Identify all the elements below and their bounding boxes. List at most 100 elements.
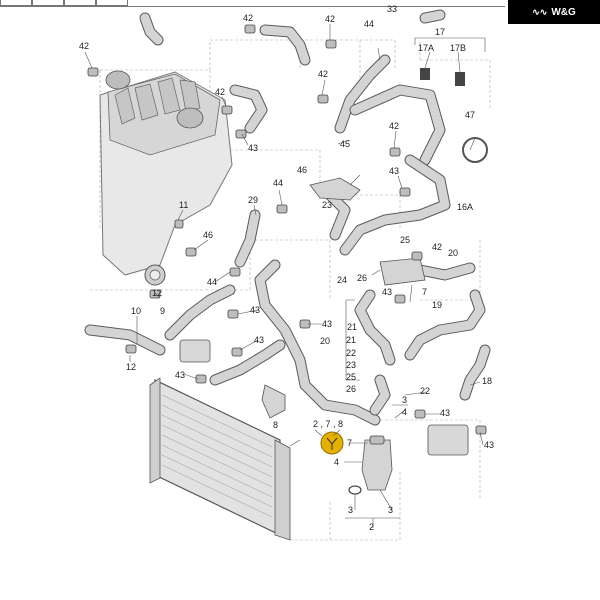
sensor-17b — [455, 72, 465, 86]
part-label: 26 — [357, 273, 367, 283]
viewer-toolbar — [0, 0, 505, 7]
leader-lines — [84, 24, 486, 528]
part-label: 17B — [450, 43, 466, 53]
part-label: 23 — [322, 200, 332, 210]
part-label: 21 — [347, 322, 357, 332]
clip-47 — [462, 137, 488, 163]
part-label: 20 — [320, 336, 330, 346]
wave-logo-icon: ∿∿ — [532, 6, 548, 17]
components — [87, 24, 488, 495]
hose-clamp — [369, 435, 385, 445]
part-label: 9 — [160, 306, 165, 316]
part-label: 25 — [346, 372, 356, 382]
hose-clamp — [325, 39, 337, 49]
part-labels: 42 42 33 44 42 42 17 17A 17B 42 47 42 43… — [79, 4, 494, 532]
o-ring — [348, 485, 362, 495]
part-label: 4 — [334, 457, 339, 467]
part-label: 47 — [465, 110, 475, 120]
part-label: 21 — [346, 335, 356, 345]
part-label: 43 — [250, 305, 260, 315]
part-label: 7 — [422, 287, 427, 297]
part-label: 3 — [402, 395, 407, 405]
hose-clamp — [317, 94, 329, 104]
part-label: 20 — [448, 248, 458, 258]
sensor-17a — [420, 68, 430, 80]
part-label: 12 — [152, 288, 162, 298]
hose-clamp — [244, 24, 256, 34]
part-label: 18 — [482, 376, 492, 386]
part-label: 17 — [435, 27, 445, 37]
expansion-tank — [179, 339, 211, 363]
hose-clamp — [394, 294, 406, 304]
hose-clamp — [399, 187, 411, 197]
part-label: 43 — [254, 335, 264, 345]
part-label: 22 — [420, 386, 430, 396]
hose-clamp — [389, 147, 401, 157]
part-label: 25 — [400, 235, 410, 245]
part-label: 43 — [389, 166, 399, 176]
part-label: 43 — [248, 143, 258, 153]
flange-23 — [309, 177, 361, 201]
hose-clamp — [276, 204, 288, 214]
part-label: 4 — [402, 407, 407, 417]
part-label: 42 — [79, 41, 89, 51]
part-label: 26 — [346, 384, 356, 394]
part-label: 12 — [126, 362, 136, 372]
connector-25 — [379, 257, 426, 286]
hose-clamp — [235, 129, 247, 139]
part-label: 10 — [131, 306, 141, 316]
hose-clamp — [229, 267, 241, 277]
bracket-8 — [261, 384, 286, 419]
radiator — [149, 377, 291, 541]
toolbar-button[interactable] — [96, 0, 128, 6]
part-label: 45 — [340, 139, 350, 149]
toolbar-button[interactable] — [32, 0, 64, 6]
hose-clamp — [185, 247, 197, 257]
toolbar-button[interactable] — [0, 0, 32, 6]
part-label: 7 — [347, 438, 352, 448]
coolant-hoses — [84, 9, 491, 426]
part-label: 42 — [389, 121, 399, 131]
part-label: 46 — [297, 165, 307, 175]
part-label: 46 — [203, 230, 213, 240]
part-label: 23 — [346, 360, 356, 370]
part-label: 19 — [432, 300, 442, 310]
part-label: 44 — [364, 19, 374, 29]
hose-clamp — [414, 409, 426, 419]
part-label: 44 — [273, 178, 283, 188]
part-label: 2 — [369, 522, 374, 532]
oil-cooler — [427, 424, 469, 456]
part-label: 43 — [440, 408, 450, 418]
part-label: 42 — [215, 87, 225, 97]
part-label: 29 — [248, 195, 258, 205]
t-piece — [361, 439, 393, 491]
part-label: 3 — [388, 505, 393, 515]
part-label: 17A — [418, 43, 434, 53]
part-label: 42 — [318, 69, 328, 79]
part-label: 43 — [175, 370, 185, 380]
hose-clamp — [411, 251, 423, 261]
part-label: 2 , 7 , 8 — [313, 419, 343, 429]
part-label: 22 — [346, 348, 356, 358]
hose-clamp — [231, 347, 243, 357]
part-label: 24 — [337, 275, 347, 285]
hose-clamp — [174, 219, 184, 229]
part-label: 8 — [273, 420, 278, 430]
highlight-marker — [320, 431, 344, 455]
hose-clamp — [221, 105, 233, 115]
hose-clamp — [149, 289, 161, 299]
part-label: 42 — [325, 14, 335, 24]
hose-clamp — [475, 425, 487, 435]
part-label: 3 — [348, 505, 353, 515]
part-label: 43 — [322, 319, 332, 329]
engine-block — [99, 70, 233, 286]
part-label: 42 — [432, 242, 442, 252]
part-label: 42 — [243, 13, 253, 23]
part-label: 44 — [207, 277, 217, 287]
hose-clamp — [195, 374, 207, 384]
toolbar-button[interactable] — [64, 0, 96, 6]
part-label: 33 — [387, 4, 397, 14]
hose-clamp — [125, 344, 137, 354]
brand-text: W&G — [551, 6, 576, 18]
